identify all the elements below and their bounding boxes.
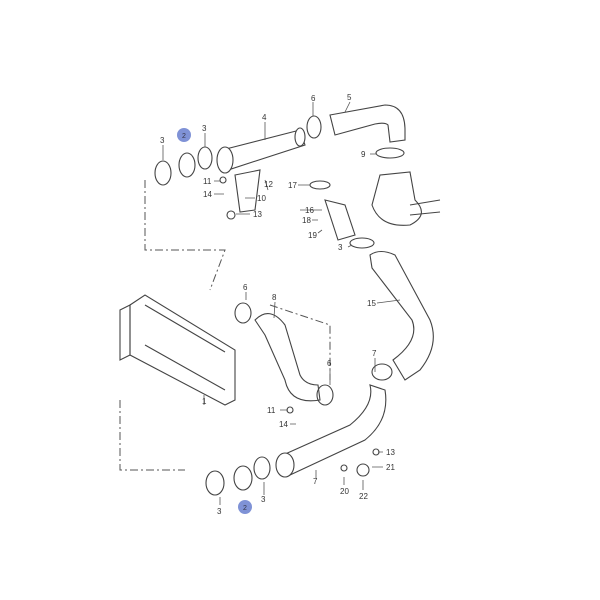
callout-13: 13 xyxy=(253,210,262,219)
clamp-3e xyxy=(205,470,225,496)
callout-6: 6 xyxy=(243,283,248,292)
clamp-3b xyxy=(197,146,213,170)
hose-8 xyxy=(254,313,321,402)
callout-6: 6 xyxy=(327,359,332,368)
intercooler-1 xyxy=(119,294,236,406)
callout-19: 19 xyxy=(308,231,317,240)
callout-4: 4 xyxy=(262,113,267,122)
callout-17: 17 xyxy=(288,181,297,190)
svg-text:2: 2 xyxy=(182,133,186,140)
callout-11: 11 xyxy=(203,177,212,186)
callout-13: 13 xyxy=(386,448,395,457)
bracket-10 xyxy=(234,169,261,213)
badge-item-2-top[interactable]: 2 xyxy=(177,128,191,142)
callout-15: 15 xyxy=(367,299,376,308)
turbocharger xyxy=(371,171,441,226)
callout-18: 18 xyxy=(302,216,311,225)
nut-13a xyxy=(226,210,236,220)
callout-6: 7 xyxy=(372,349,377,358)
hose-5 xyxy=(329,104,406,143)
bolt-11a xyxy=(219,176,227,184)
svg-text:2: 2 xyxy=(243,505,247,512)
callout-11: 11 xyxy=(267,406,276,415)
clamp-3c xyxy=(349,237,375,249)
callout-9: 9 xyxy=(361,150,366,159)
leader-lines xyxy=(162,101,401,505)
pipe-4 xyxy=(216,127,306,174)
callout-1: 1 xyxy=(202,397,207,406)
callout-3: 3 xyxy=(202,124,207,133)
callout-7: 7 xyxy=(313,477,318,486)
pipe-7 xyxy=(275,384,387,478)
callout-3: 3 xyxy=(217,507,222,516)
clamp-3a xyxy=(154,160,172,186)
callout-3: 3 xyxy=(160,136,165,145)
sensor-22 xyxy=(356,463,370,477)
callout-14: 14 xyxy=(279,420,288,429)
gasket-9 xyxy=(375,147,405,159)
callout-8: 8 xyxy=(272,293,277,302)
callout-22: 22 xyxy=(359,492,368,501)
guide-line-bottom xyxy=(119,400,185,471)
callout-6: 6 xyxy=(311,94,316,103)
callout-12: 12 xyxy=(264,180,273,189)
clamp-6a xyxy=(306,115,322,139)
guide-line-top xyxy=(144,180,226,291)
callout-16: 16 xyxy=(305,206,314,215)
callout-10: 10 xyxy=(257,194,266,203)
clamp-6c xyxy=(316,384,334,406)
flange-16 xyxy=(324,199,356,241)
seal-17 xyxy=(309,180,331,190)
badge-item-2-bottom[interactable]: 2 xyxy=(238,500,252,514)
clamp-6b xyxy=(234,302,252,324)
guide-line-mid xyxy=(269,304,331,380)
callout-5: 5 xyxy=(347,93,352,102)
seal-20 xyxy=(340,464,348,472)
ring-2a xyxy=(178,152,196,178)
callout-3: 3 xyxy=(261,495,266,504)
callout-21: 21 xyxy=(386,463,395,472)
ring-2b xyxy=(233,465,253,491)
clamp-3d xyxy=(371,363,393,381)
callout-3: 3 xyxy=(338,243,343,252)
hose-15 xyxy=(369,250,434,381)
callout-14: 14 xyxy=(203,190,212,199)
clamp-3f xyxy=(253,456,271,480)
callout-20: 20 xyxy=(340,487,349,496)
